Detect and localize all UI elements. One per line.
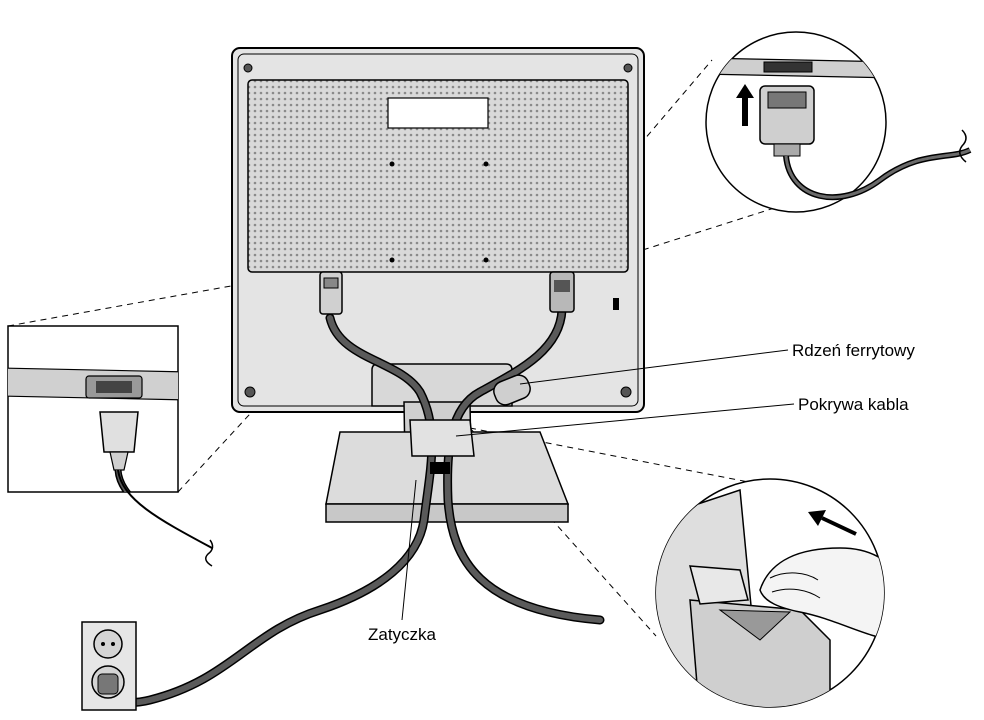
cable-cover-label: Pokrywa kabla [798,395,909,414]
callout-leaders [401,349,795,621]
power-plug-icon [319,271,343,315]
wall-socket-icon [81,621,137,711]
arrow-icon [736,84,754,126]
arrow-icon [808,510,857,536]
vga-plug-icon [549,271,575,313]
cable-cover-inset [655,478,885,708]
monitor-back-icon [231,47,645,413]
plug-label: Zatyczka [368,625,437,644]
power-connector-inset [7,325,214,567]
ferrite-core-label: Rdzeń ferrytowy [792,341,915,360]
hand-icon [759,547,884,641]
cable-cover [409,419,475,474]
vga-connector-inset [705,31,972,213]
